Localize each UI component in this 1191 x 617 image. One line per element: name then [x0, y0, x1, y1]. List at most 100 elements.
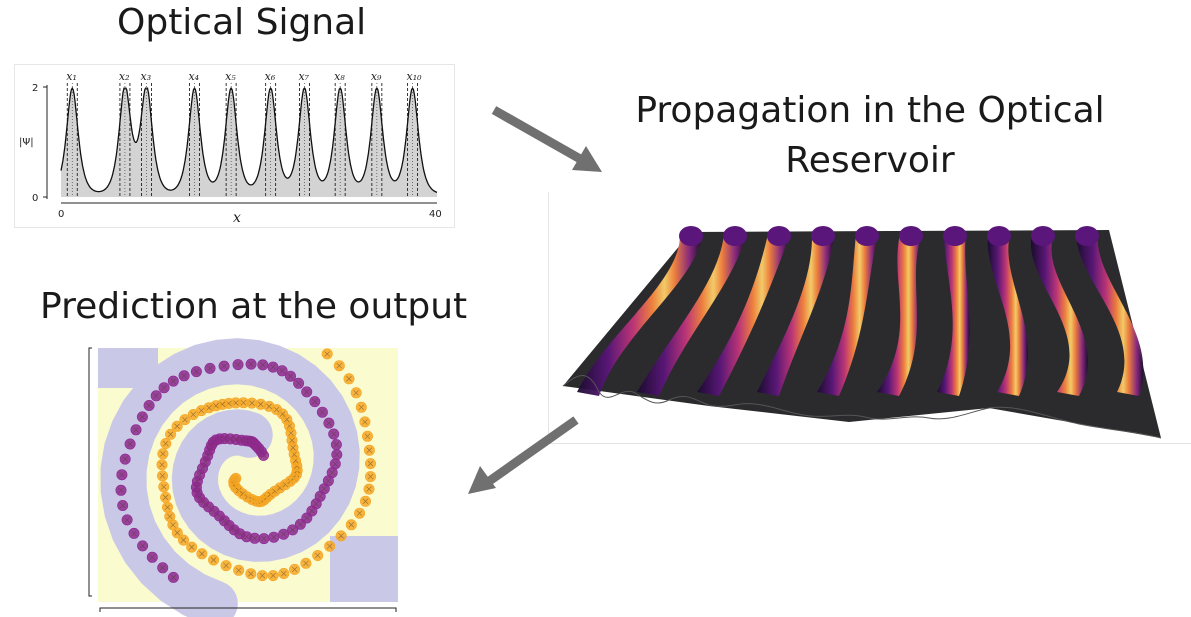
class-b-point-marker	[221, 363, 227, 369]
class-a-point-marker	[353, 390, 359, 396]
peak-label: x₃	[141, 70, 152, 83]
class-a-point-marker	[281, 570, 287, 577]
class-a-point-marker	[223, 562, 229, 569]
reservoir-ridge	[697, 234, 790, 396]
class-b-point-marker	[119, 502, 126, 509]
class-a-point-marker	[160, 451, 166, 457]
x-axis-label: x	[233, 210, 241, 226]
optical-signal-title: Optical Signal	[117, 2, 367, 43]
class-b-point-marker	[289, 527, 296, 533]
reservoir-ridge	[877, 234, 922, 396]
class-a-point-marker	[170, 522, 176, 528]
spiral-prediction-plot	[80, 326, 415, 617]
class-b-point-marker	[193, 368, 200, 375]
class-b-point-marker	[235, 361, 241, 368]
class-b-point-marker	[326, 420, 332, 426]
class-b-point-marker	[261, 535, 267, 542]
class-b-point-marker	[133, 427, 139, 433]
class-b-point-marker	[248, 361, 254, 367]
class-a-point-marker	[162, 494, 169, 501]
class-a-point-marker	[356, 510, 363, 516]
class-b-point-marker	[161, 384, 167, 391]
x-tick-label-left: 0	[58, 209, 64, 220]
peak-label: x₁₀	[407, 70, 423, 83]
ridge-crest	[679, 226, 703, 246]
prediction-title: Prediction at the output	[40, 286, 468, 327]
class-a-point-marker	[248, 571, 254, 577]
reservoir-ridge	[1030, 234, 1088, 396]
class-b-point-marker	[334, 451, 340, 458]
ridge-crest	[855, 226, 879, 246]
y-axis-bracket	[88, 347, 92, 597]
class-b-point-marker	[119, 471, 125, 478]
class-a-point-marker	[346, 376, 352, 382]
ridge-crest	[943, 226, 967, 246]
class-b-point-marker	[149, 554, 156, 561]
class-a-point-marker	[161, 484, 167, 490]
class-a-point-marker	[159, 473, 166, 479]
class-a-point-marker	[174, 530, 180, 536]
signal-fill-area	[61, 88, 437, 197]
x-axis-bracket	[99, 607, 397, 612]
class-b-point-marker	[297, 521, 304, 528]
peak-label: x₄	[188, 70, 199, 83]
class-a-point-marker	[303, 560, 309, 567]
class-a-point-marker	[199, 551, 205, 557]
class-b-point-marker	[317, 493, 323, 500]
class-b-point-marker	[207, 365, 213, 372]
optical-reservoir-surface	[548, 192, 1191, 444]
class-b-point-marker	[131, 530, 137, 537]
class-a-point-marker	[366, 486, 372, 492]
peak-label: x₈	[334, 70, 345, 83]
reservoir-ridge	[937, 234, 970, 396]
class-b-point-marker	[333, 441, 340, 448]
reservoir-ridge	[577, 234, 702, 396]
peak-label: x₆	[265, 70, 276, 83]
peak-label: x₇	[298, 70, 309, 83]
class-a-point-marker	[167, 431, 174, 437]
ridge-crest	[767, 226, 791, 246]
class-a-point-marker	[289, 437, 295, 444]
x-tick-label-right: 40	[429, 209, 442, 220]
y-tick-label-top: 2	[32, 83, 38, 94]
class-a-point-marker	[174, 423, 180, 429]
class-a-point-marker	[338, 533, 344, 539]
reservoir-ridge	[637, 234, 746, 396]
class-b-point-marker	[319, 409, 326, 415]
region-class-b-corner	[330, 536, 398, 602]
class-b-point-marker	[251, 535, 258, 542]
reservoir-ridge	[757, 234, 834, 396]
class-a-point-marker	[270, 572, 276, 579]
ridge-crest	[811, 226, 835, 246]
class-b-point-marker	[127, 441, 133, 447]
class-a-point-marker	[291, 566, 298, 573]
class-a-point-marker	[240, 399, 247, 406]
y-tick-label-bottom: 0	[32, 193, 38, 204]
class-a-point-marker	[367, 460, 374, 467]
peak-label: x₂	[119, 70, 130, 83]
class-b-point-marker	[181, 373, 187, 379]
class-a-point-marker	[198, 407, 205, 414]
propagation-title: Propagation in the Optical Reservoir	[635, 90, 1105, 181]
class-b-point-marker	[280, 531, 287, 537]
class-a-point-marker	[180, 537, 187, 543]
class-b-point-marker	[304, 389, 310, 395]
class-b-point-marker	[153, 393, 159, 399]
class-a-point-marker	[367, 473, 374, 480]
class-a-point-marker	[167, 513, 173, 520]
signal-curve	[60, 86, 438, 193]
class-a-point-marker	[362, 498, 369, 504]
spiral-points	[115, 348, 376, 583]
class-a-point-marker	[259, 572, 265, 579]
class-a-point-marker	[164, 504, 171, 511]
class-a-point-marker	[163, 440, 169, 447]
class-b-point-marker	[325, 478, 332, 484]
ridge-crest	[1075, 226, 1099, 246]
ridge-crest	[987, 226, 1011, 246]
class-b-point-marker	[332, 461, 338, 467]
class-b-point-marker	[329, 469, 335, 476]
class-b-point-marker	[139, 543, 146, 549]
signal-fill-path	[61, 88, 437, 197]
class-b-point-marker	[304, 515, 310, 521]
